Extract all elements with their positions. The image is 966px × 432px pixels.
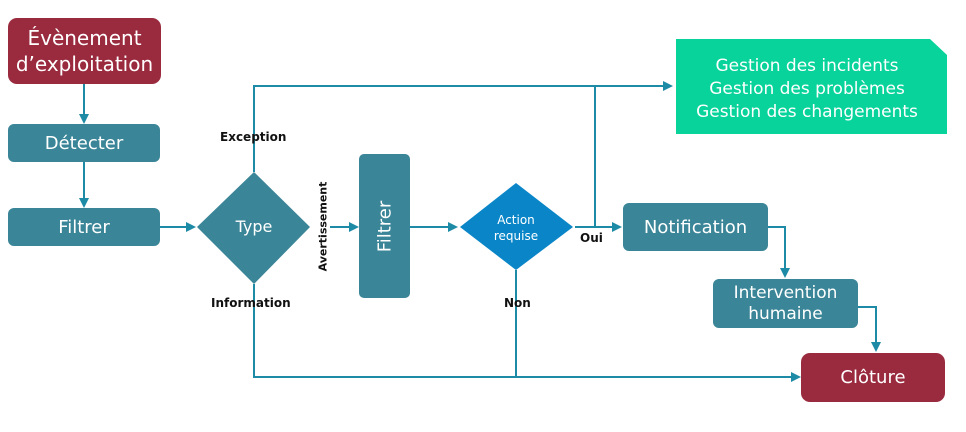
- filter-node: Filtrer: [8, 208, 160, 246]
- edge-intervention-closure: [858, 306, 881, 352]
- exception-label: Exception: [220, 130, 287, 144]
- management-box: [676, 39, 947, 134]
- notification-node: Notification: [623, 203, 768, 251]
- edge-notification-intervention: [768, 226, 790, 278]
- type-label: Type: [235, 217, 273, 236]
- event-label: Évènement d’exploitation: [15, 26, 154, 76]
- filter2-label: Filtrer: [374, 200, 395, 252]
- intervention-label: Intervention humaine: [733, 282, 838, 324]
- filter2-node: Filtrer: [359, 154, 410, 298]
- yes-label: Oui: [580, 231, 603, 245]
- warning-label: Avertissement: [316, 181, 330, 272]
- information-label: Information: [211, 296, 291, 310]
- edge-exception-management: [253, 81, 673, 172]
- intervention-node: Intervention humaine: [713, 279, 858, 328]
- detect-label: Détecter: [44, 132, 124, 154]
- event-node: Évènement d’exploitation: [8, 18, 161, 84]
- management-incidents-label: Gestion des incidents: [715, 56, 899, 76]
- management-changes-label: Gestion des changements: [696, 102, 918, 122]
- notification-label: Notification: [643, 216, 748, 238]
- type-diamond: [197, 172, 310, 284]
- edge-information-closure: [253, 284, 801, 382]
- closure-label: Clôture: [840, 367, 906, 388]
- action-required-diamond: [460, 183, 573, 270]
- detect-node: Détecter: [8, 124, 160, 162]
- closure-node: Clôture: [801, 353, 945, 402]
- management-labels: Gestion des incidents Gestion des problè…: [676, 55, 938, 124]
- management-problems-label: Gestion des problèmes: [709, 79, 905, 99]
- no-label: Non: [504, 296, 531, 310]
- action-required-label: Action requise: [493, 213, 539, 243]
- filter-label: Filtrer: [58, 216, 110, 238]
